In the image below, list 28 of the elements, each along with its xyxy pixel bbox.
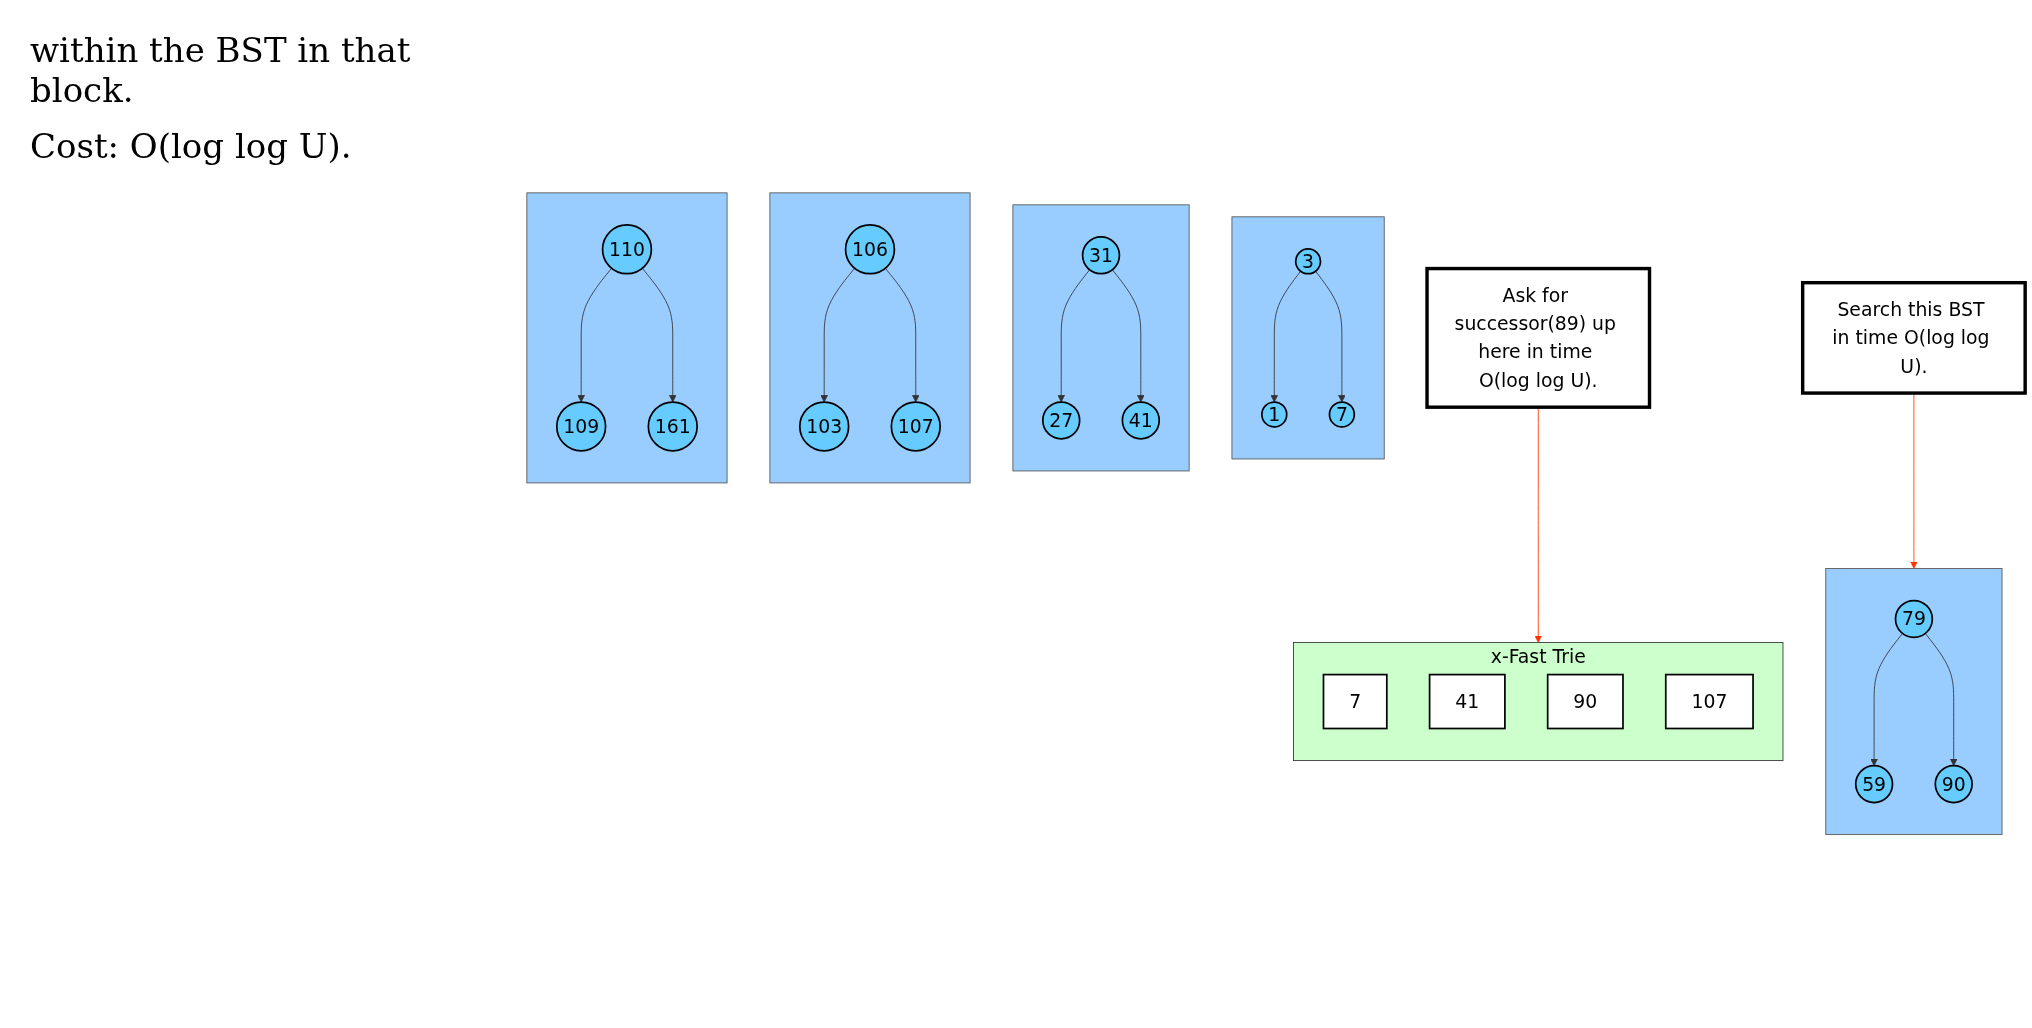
node-box: Search this BST in time O(log log U). [1800, 281, 2027, 396]
node-circle: 7 [1328, 401, 1356, 428]
bullet-text: Cost: O(log log U). [30, 126, 353, 166]
node-circle: 1 [1261, 401, 1288, 428]
cluster [769, 192, 971, 484]
node-circle: 90 [1934, 765, 1973, 804]
node-box: 90 [1546, 674, 1624, 730]
node-circle: 79 [1894, 600, 1934, 639]
node-circle: 161 [647, 401, 698, 452]
cluster [1231, 216, 1385, 460]
node-circle: 106 [844, 224, 896, 275]
node-box: 41 [1428, 674, 1506, 730]
cluster [1012, 204, 1190, 472]
node-circle: 3 [1294, 248, 1322, 275]
node-circle: 41 [1121, 401, 1161, 440]
cluster [526, 192, 728, 484]
node-circle: 110 [601, 224, 653, 275]
node-box: 107 [1664, 674, 1754, 730]
node-circle: 109 [555, 401, 607, 452]
node-circle: 103 [798, 401, 850, 452]
bullet-text: within the BST in that block. [30, 30, 412, 110]
node-circle: 107 [890, 401, 941, 452]
cluster [1825, 568, 2003, 836]
node-box: Ask for successor(89) up here in time O(log log U). [1425, 267, 1652, 410]
node-circle: 31 [1081, 236, 1121, 275]
node-circle: 27 [1041, 401, 1081, 440]
node-circle: 59 [1854, 765, 1894, 804]
node-box: 7 [1322, 674, 1388, 730]
